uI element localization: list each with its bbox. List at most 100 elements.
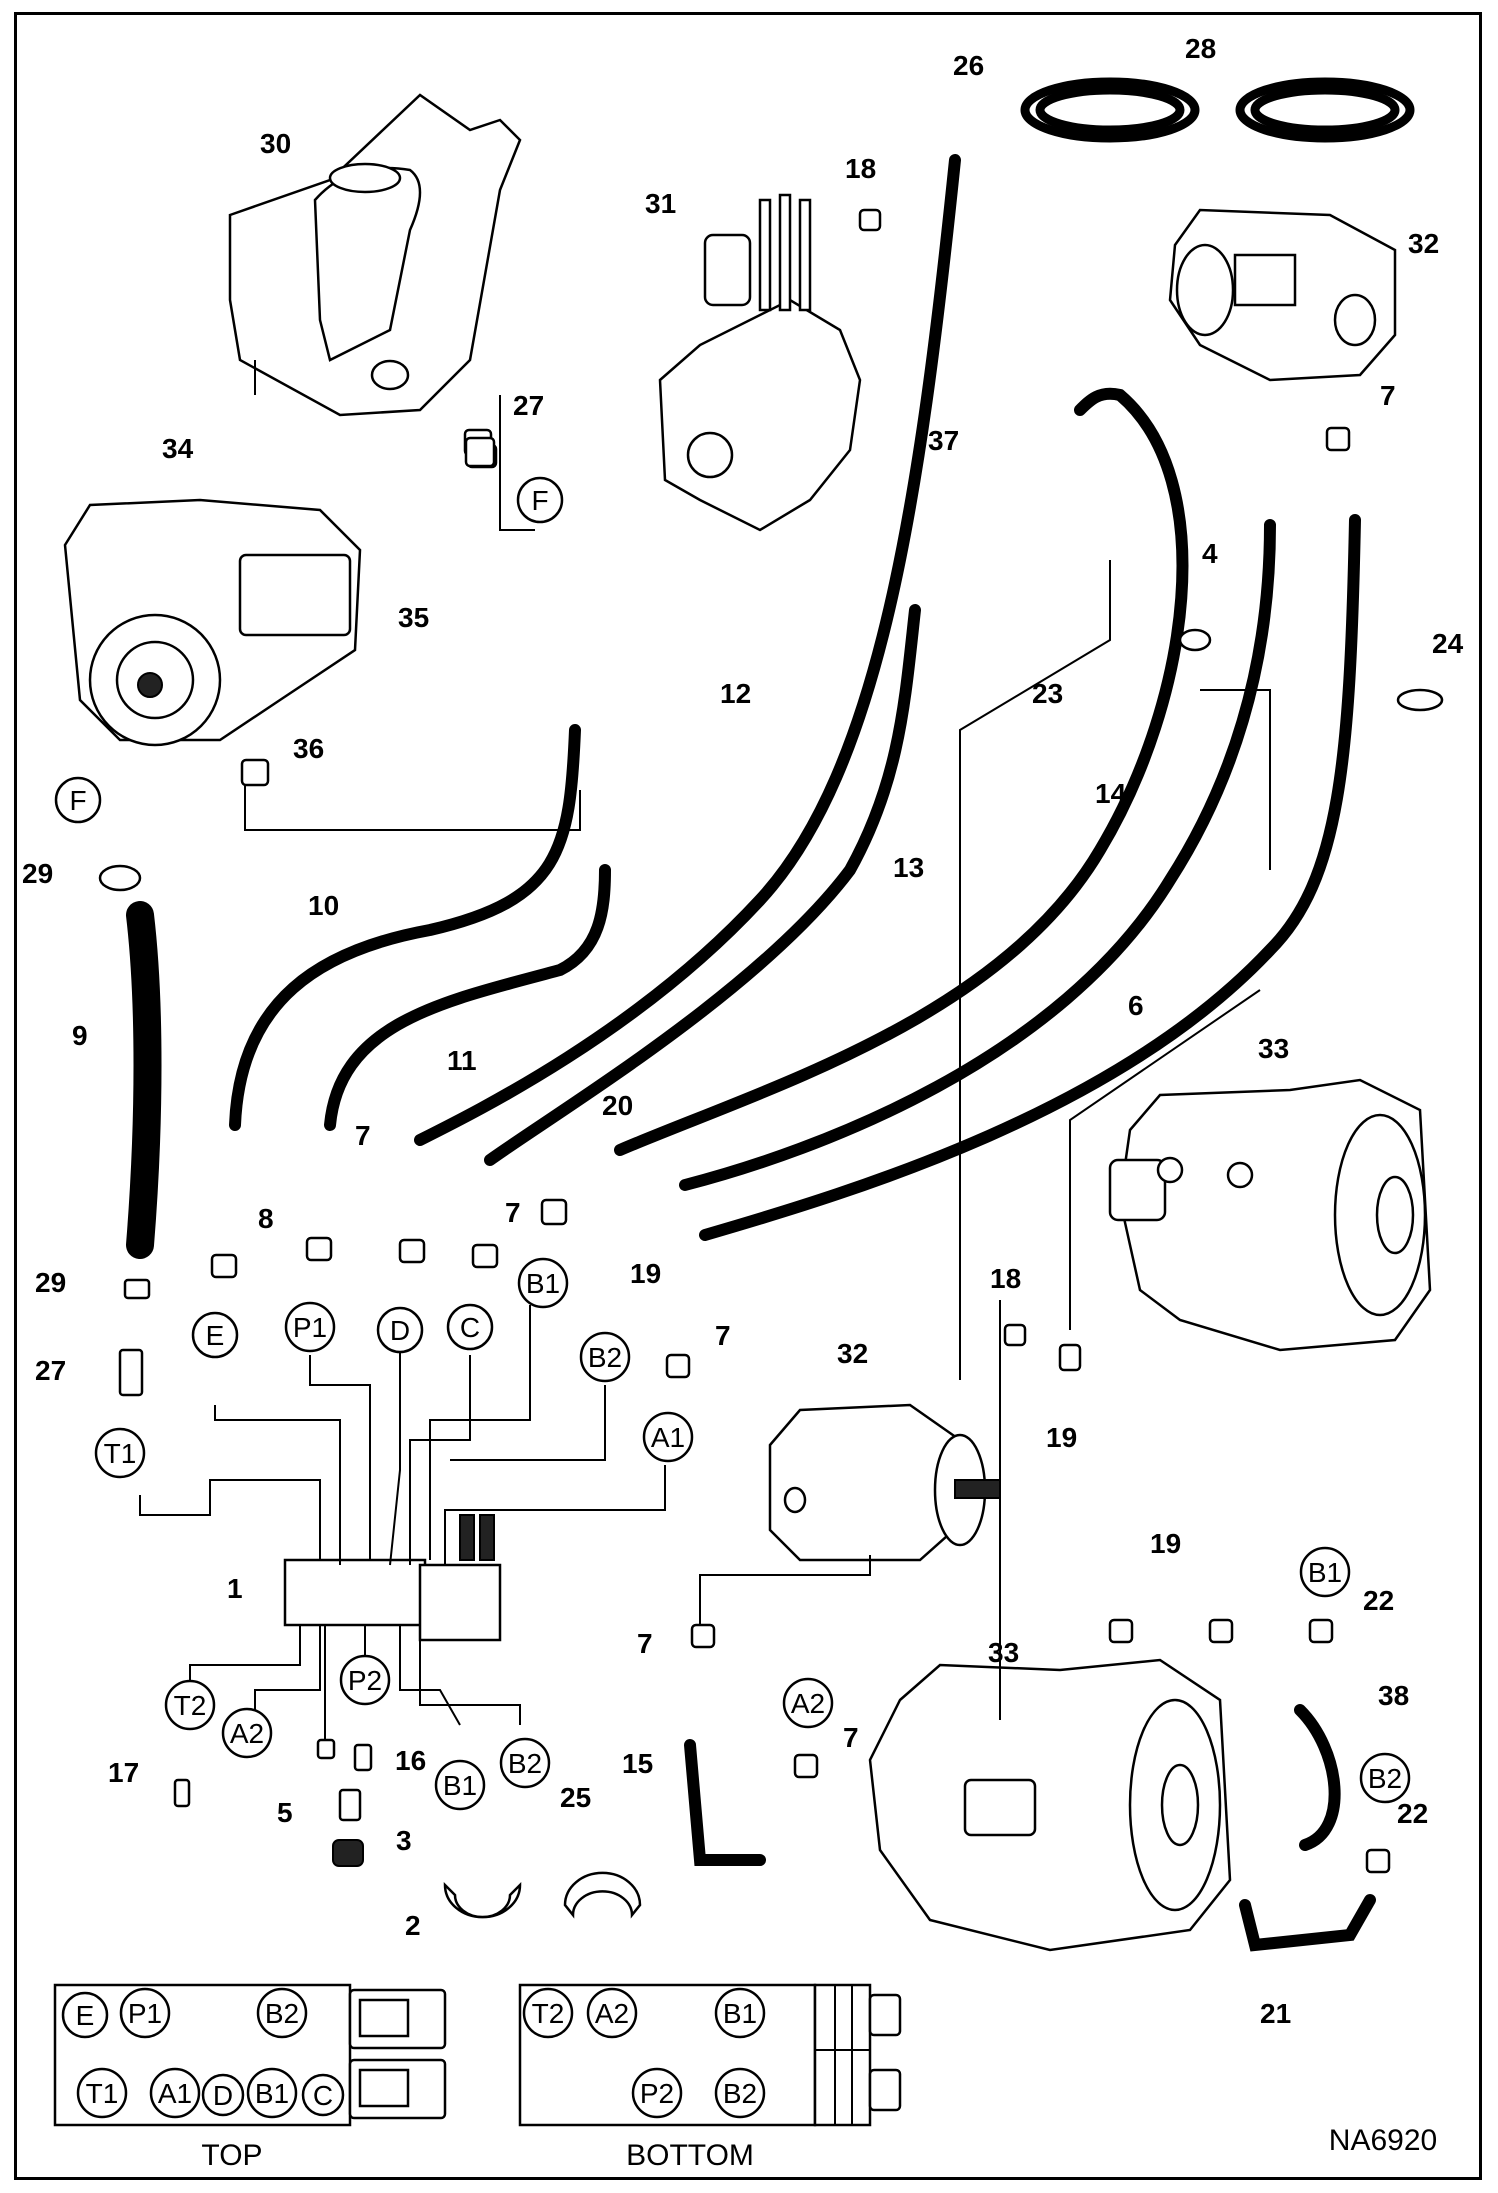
legend-port-b2: B2 <box>256 1987 308 2039</box>
callout: 32 <box>1408 228 1439 259</box>
hose-10 <box>229 724 581 1131</box>
svg-text:A1: A1 <box>158 2078 192 2109</box>
drawing-id: NA6920 <box>1329 2124 1437 2157</box>
callout: 24 <box>1432 628 1464 659</box>
port-label-b1: B1 <box>434 1759 486 1811</box>
port-label-a1: A1 <box>642 1411 694 1463</box>
control-valve <box>658 193 862 532</box>
callout: 7 <box>843 1722 859 1753</box>
svg-text:P2: P2 <box>348 1665 382 1696</box>
callout: 28 <box>1185 33 1216 64</box>
hose-21 <box>1239 1894 1376 1952</box>
legend-port-t1: T1 <box>76 2067 128 2119</box>
svg-text:A2: A2 <box>595 1998 629 2029</box>
legend-port-d: D <box>201 2073 245 2117</box>
drive-pump-upper <box>1168 208 1397 382</box>
callout: 7 <box>1380 380 1396 411</box>
callout: 5 <box>277 1797 293 1828</box>
port-label-a2: A2 <box>221 1707 273 1759</box>
seal-halves <box>443 1871 642 1919</box>
callout: 33 <box>1258 1033 1289 1064</box>
port-label-a2: A2 <box>782 1677 834 1729</box>
legend-port-t2: T2 <box>522 1987 574 2039</box>
callout: 25 <box>560 1782 591 1813</box>
callout: 29 <box>35 1267 66 1298</box>
port-label-b2: B2 <box>499 1737 551 1789</box>
svg-text:C: C <box>460 1312 480 1343</box>
legend-port-p1: P1 <box>119 1987 171 2039</box>
port-label-t1: T1 <box>94 1427 146 1479</box>
callout: 22 <box>1397 1798 1428 1829</box>
drive-motor-lower <box>868 1658 1232 1952</box>
legend-top-caption: TOP <box>201 2139 262 2172</box>
callout: 27 <box>35 1355 66 1386</box>
callout: 37 <box>928 425 959 456</box>
callout: 14 <box>1095 778 1127 809</box>
callout: 15 <box>622 1748 653 1779</box>
callout: 32 <box>837 1338 868 1369</box>
hydrostatic-pump <box>63 498 362 747</box>
callout: 31 <box>645 188 676 219</box>
svg-text:B2: B2 <box>265 1998 299 2029</box>
manifold-block <box>283 1514 502 1642</box>
callout: 19 <box>630 1258 661 1289</box>
leader-lines <box>139 360 1271 1740</box>
hose-38 <box>1294 1704 1341 1851</box>
callout: 20 <box>602 1090 633 1121</box>
legend-port-p2: P2 <box>631 2067 683 2119</box>
callout: 13 <box>893 852 924 883</box>
svg-text:B2: B2 <box>723 2078 757 2109</box>
svg-text:T1: T1 <box>104 1438 137 1469</box>
callout: 17 <box>108 1757 139 1788</box>
coiled-hose-28 <box>1235 77 1415 143</box>
svg-text:F: F <box>69 785 86 816</box>
legend-bottom-caption: BOTTOM <box>626 2139 754 2172</box>
port-label-p2: P2 <box>339 1654 391 1706</box>
hose-23 <box>614 387 1189 1156</box>
callout: 21 <box>1260 1998 1291 2029</box>
drive-motor-upper <box>1108 1078 1432 1352</box>
legend-bottom: T2 A2 B1 P2 B2 BOTTOM <box>518 1983 902 2172</box>
callout: 19 <box>1150 1528 1181 1559</box>
svg-text:B1: B1 <box>1308 1557 1342 1588</box>
callout: 36 <box>293 733 324 764</box>
svg-text:D: D <box>213 2080 233 2111</box>
svg-text:B1: B1 <box>255 2078 289 2109</box>
callout: 3 <box>396 1825 412 1856</box>
callout: 18 <box>845 153 876 184</box>
callout: 6 <box>1128 990 1144 1021</box>
callout: 22 <box>1363 1585 1394 1616</box>
callout: 9 <box>72 1020 88 1051</box>
callout: 11 <box>447 1045 477 1076</box>
callout: 38 <box>1378 1680 1409 1711</box>
callout: 4 <box>1202 538 1218 569</box>
port-label-t2: T2 <box>164 1679 216 1731</box>
callout: 23 <box>1032 678 1063 709</box>
hose-14 <box>679 519 1276 1191</box>
legend-port-b2: B2 <box>714 2067 766 2119</box>
svg-text:E: E <box>206 1320 225 1351</box>
callout: 18 <box>990 1263 1021 1294</box>
callout-numbers: 1 2 3 4 5 6 7 7 7 7 7 7 8 9 10 11 12 13 … <box>22 33 1464 2029</box>
port-label-c: C <box>446 1303 494 1351</box>
callout: 7 <box>355 1120 371 1151</box>
port-label-b1: B1 <box>1299 1546 1351 1598</box>
coiled-hose-26 <box>1020 77 1200 143</box>
svg-text:P1: P1 <box>293 1312 327 1343</box>
svg-text:B1: B1 <box>443 1770 477 1801</box>
hose-12 <box>414 154 961 1146</box>
callout: 7 <box>505 1197 521 1228</box>
callout: 7 <box>637 1628 653 1659</box>
callout: 34 <box>162 433 194 464</box>
svg-text:B2: B2 <box>588 1342 622 1373</box>
port-label-e: E <box>191 1311 239 1359</box>
callout: 16 <box>395 1745 426 1776</box>
legend-top: E P1 B2 T1 A1 D B1 C TOP <box>53 1983 447 2172</box>
svg-text:C: C <box>313 2080 333 2111</box>
hose-6 <box>699 514 1361 1241</box>
callout: 30 <box>260 128 291 159</box>
svg-text:P1: P1 <box>128 1998 162 2029</box>
callout: 12 <box>720 678 751 709</box>
callout: 7 <box>715 1320 731 1351</box>
